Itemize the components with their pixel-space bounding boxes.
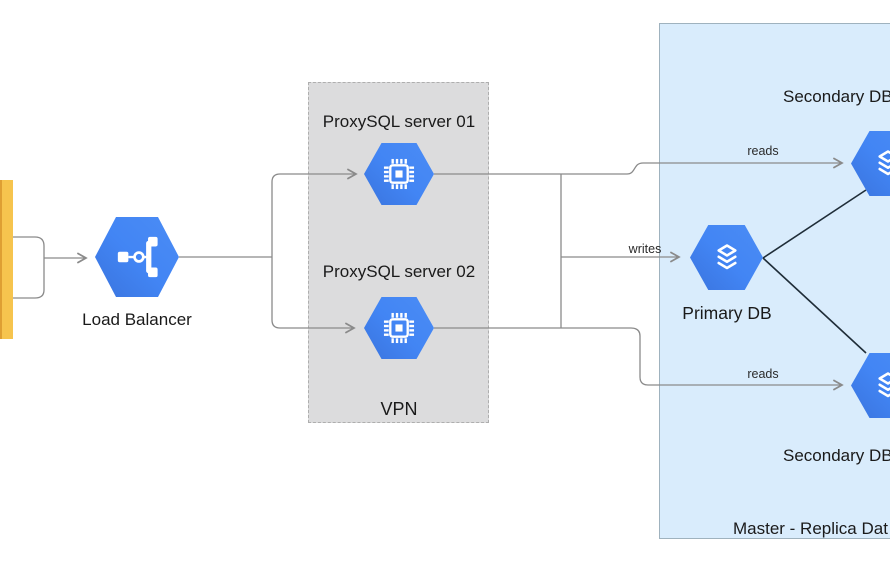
reads-bottom-edge-label: reads [747,367,779,381]
ingress-edge-bar [0,180,13,339]
replication-line-top [762,189,867,259]
connector-reads-bottom [434,327,844,391]
connector-to-proxysql-02 [271,257,356,334]
database-layers-icon [878,149,890,175]
proxysql-server-02-label: ProxySQL server 02 [322,262,476,281]
reads-top-edge-label: reads [747,144,779,158]
connector-to-proxysql-01 [271,168,358,257]
master-replica-cluster-box [659,23,890,539]
master-replica-cluster-label: Master - Replica Dat [733,519,888,538]
secondary-db-top-label: Secondary DB [783,87,890,106]
database-layers-icon [716,243,737,269]
cpu-chip-icon [383,158,415,190]
primary-db-node [690,225,763,290]
vpn-group-label: VPN [380,399,418,419]
secondary-db-bottom-label: Secondary DB [783,446,890,465]
connector-reads-top [434,157,844,175]
load-balancer-label: Load Balancer [82,310,192,329]
proxysql-server-01-label: ProxySQL server 01 [322,112,476,131]
load-balancer-icon [117,236,158,278]
writes-edge-label: writes [628,242,662,256]
vpn-group-box [308,82,489,423]
primary-db-label: Primary DB [682,303,772,323]
connector-ingress-bracket [13,236,45,299]
cpu-chip-icon [383,312,415,344]
database-layers-icon [878,371,890,397]
replication-line-bottom [762,257,867,354]
